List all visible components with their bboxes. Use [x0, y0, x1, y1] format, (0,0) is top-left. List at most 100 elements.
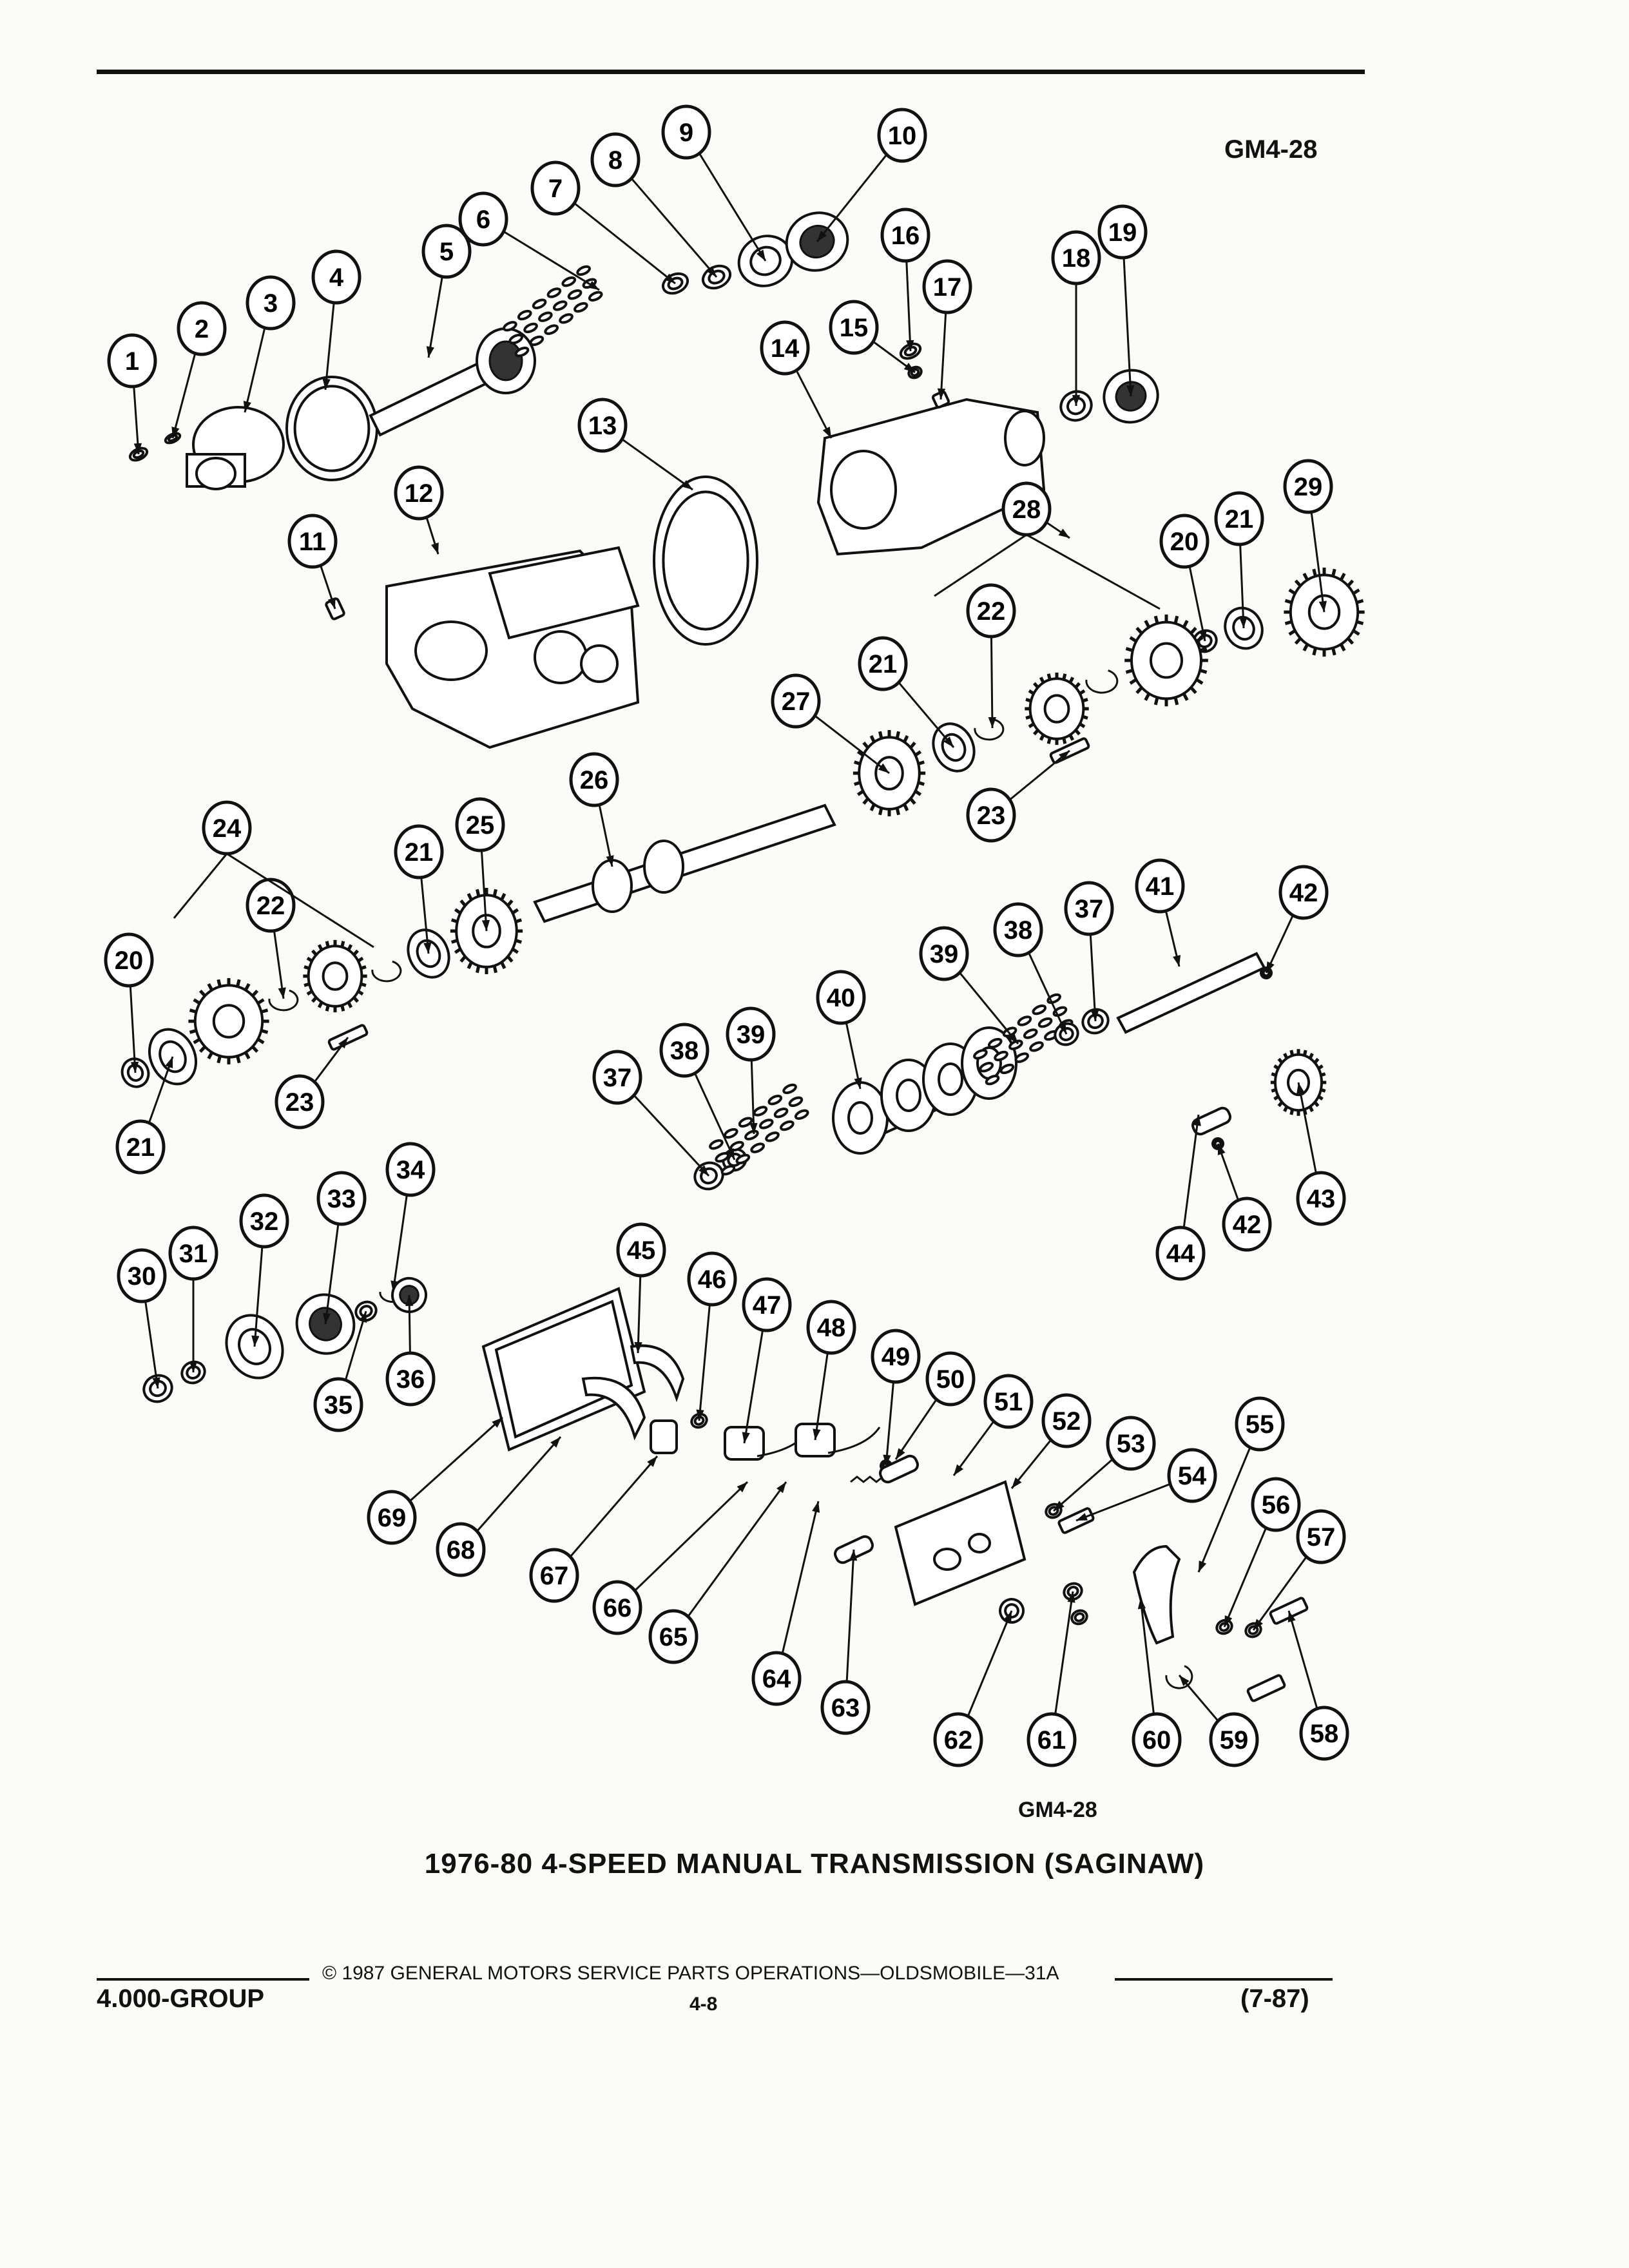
- part-shape: [795, 1423, 881, 1457]
- callout-52: 52: [1010, 1393, 1092, 1489]
- callout-circle: [394, 465, 444, 521]
- callout-number: 45: [627, 1236, 656, 1265]
- callout-67: 67: [529, 1456, 659, 1603]
- arrowhead: [390, 1280, 399, 1292]
- callout-circle: [1299, 1706, 1349, 1761]
- callout-9: 9: [661, 104, 767, 262]
- callout-31: 31: [168, 1225, 218, 1372]
- arrowhead: [812, 1501, 820, 1513]
- callout-1: 1: [107, 333, 157, 455]
- part-shape: [186, 406, 285, 490]
- callout-circle: [919, 926, 969, 981]
- callout-68: 68: [436, 1436, 562, 1577]
- callout-circle: [648, 1609, 699, 1664]
- callout-number: 46: [698, 1265, 727, 1294]
- callout-circle: [816, 970, 866, 1025]
- part-shape: [1025, 672, 1089, 745]
- arrowhead: [359, 1311, 367, 1323]
- callout-number: 33: [327, 1185, 356, 1213]
- callout-circle: [246, 878, 296, 933]
- callout-28: 28: [1001, 481, 1070, 539]
- callout-23: 23: [966, 749, 1070, 843]
- callout-circle: [385, 1142, 436, 1197]
- callout-8: 8: [590, 132, 718, 278]
- arrowhead: [152, 1377, 160, 1389]
- callout-57: 57: [1252, 1509, 1346, 1631]
- callout-61: 61: [1027, 1591, 1077, 1767]
- callout-circle: [316, 1171, 367, 1226]
- callout-49: 49: [871, 1329, 921, 1466]
- callout-circle: [726, 1006, 776, 1062]
- callout-44: 44: [1155, 1114, 1206, 1281]
- callout-number: 24: [213, 814, 242, 843]
- callout-number: 35: [324, 1391, 353, 1419]
- arrowhead: [1217, 1144, 1226, 1155]
- callout-circle: [858, 636, 908, 691]
- callout-number: 59: [1220, 1726, 1249, 1754]
- callout-14: 14: [760, 320, 833, 439]
- callout-circle: [1214, 491, 1264, 546]
- arrowhead: [1266, 961, 1275, 973]
- arrowhead: [698, 1165, 709, 1176]
- callout-circle: [104, 932, 154, 988]
- arrowhead: [1072, 395, 1081, 406]
- callout-32: 32: [239, 1193, 289, 1347]
- callout-22: 22: [246, 878, 296, 999]
- callout-21: 21: [115, 1056, 174, 1175]
- part-shape: [816, 398, 1046, 556]
- arrowhead: [878, 763, 889, 773]
- arrowhead: [1296, 1082, 1305, 1094]
- callout-circle: [966, 787, 1016, 843]
- callout-47: 47: [742, 1277, 792, 1444]
- callout-circle: [933, 1712, 983, 1767]
- callout-number: 21: [869, 650, 898, 678]
- arrowhead: [278, 987, 286, 999]
- arrowhead: [1126, 385, 1135, 396]
- callout-circle: [871, 1329, 921, 1384]
- arrowhead: [937, 388, 946, 399]
- arrowhead: [706, 266, 717, 277]
- callout-42: 42: [1217, 1143, 1272, 1252]
- footer-rule-right: [1115, 1978, 1333, 1981]
- leader-line: [616, 1481, 749, 1609]
- callout-number: 37: [603, 1064, 632, 1092]
- callout-29: 29: [1283, 459, 1333, 613]
- callout-17: 17: [922, 259, 972, 400]
- callout-number: 54: [1178, 1462, 1207, 1490]
- arrowhead: [1008, 1033, 1018, 1044]
- callout-circle: [168, 1225, 218, 1281]
- arrowhead: [854, 1077, 862, 1089]
- callout-number: 32: [250, 1207, 279, 1236]
- callout-number: 23: [977, 802, 1006, 830]
- callout-number: 38: [670, 1037, 699, 1065]
- part-shape: [1246, 1674, 1286, 1702]
- callout-42: 42: [1265, 865, 1329, 974]
- callout-number: 26: [580, 766, 609, 794]
- callout-number: 41: [1146, 872, 1175, 901]
- callout-circle: [1027, 1712, 1077, 1767]
- callout-33: 33: [316, 1171, 367, 1325]
- callout-number: 1: [125, 347, 139, 376]
- callout-number: 34: [396, 1156, 425, 1184]
- callout-21: 21: [858, 636, 955, 748]
- callout-circle: [115, 1119, 166, 1175]
- callout-39: 39: [919, 926, 1019, 1044]
- part-shape: [1132, 1544, 1181, 1645]
- callout-circle: [751, 1651, 802, 1706]
- callout-21: 21: [1214, 491, 1264, 629]
- arrowhead: [431, 543, 439, 554]
- callout-16: 16: [880, 207, 930, 352]
- callout-22: 22: [966, 583, 1016, 729]
- callout-41: 41: [1135, 858, 1185, 967]
- part-shape: [581, 1344, 685, 1454]
- callout-number: 50: [936, 1365, 965, 1394]
- callout-circle: [367, 1490, 417, 1545]
- callout-3: 3: [243, 275, 296, 413]
- arrowhead: [906, 340, 914, 351]
- callout-circle: [577, 398, 628, 453]
- part-shape: [1165, 1665, 1193, 1689]
- callout-51: 51: [952, 1374, 1034, 1476]
- callout-number: 3: [264, 289, 278, 318]
- callout-number: 55: [1246, 1410, 1275, 1439]
